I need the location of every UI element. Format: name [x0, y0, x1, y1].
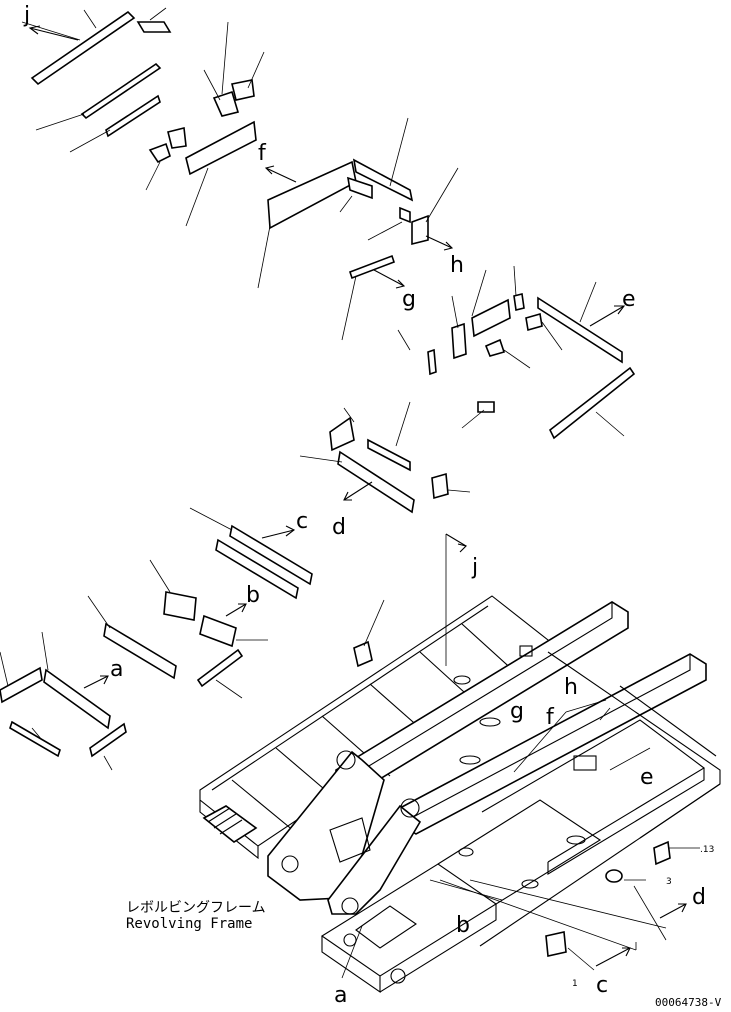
arrows [28, 25, 687, 967]
callout-b: b [246, 583, 260, 608]
plate-group-j [21, 7, 265, 227]
plate-group-d [299, 401, 471, 514]
revolving-frame-drawing [199, 595, 721, 994]
part-number-13: .13 [700, 845, 714, 855]
plate-group-a [0, 595, 244, 771]
callout-f: f [258, 141, 267, 166]
frame-caption-japanese: レボルビングフレーム [126, 900, 266, 916]
frame-leader-lines [341, 534, 700, 979]
frame-label-d: d [692, 885, 706, 910]
part-number-3: 3 [666, 877, 672, 887]
callout-j: j [23, 3, 30, 28]
callout-c: c [296, 509, 308, 534]
frame-label-a: a [334, 983, 347, 1008]
plate-group-g-h-e [341, 254, 636, 440]
callout-a: a [110, 657, 123, 682]
callout-d: d [332, 515, 346, 540]
frame-label-b: b [456, 913, 470, 938]
callout-g: g [402, 287, 416, 312]
part-number-1: 1 [572, 979, 578, 989]
drawing-code: 00064738-V [655, 996, 722, 1009]
frame-caption-english: Revolving Frame [126, 916, 252, 932]
plate-group-f [257, 117, 459, 289]
frame-label-f: f [546, 705, 555, 730]
callout-h: h [450, 253, 464, 278]
frame-label-g: g [510, 699, 524, 724]
plate-group-c-b [149, 507, 313, 648]
frame-label-j: j [471, 555, 478, 580]
callout-e: e [622, 287, 636, 312]
frame-label-e: e [640, 765, 654, 790]
frame-label-h: h [564, 675, 578, 700]
frame-label-c: c [596, 973, 608, 998]
